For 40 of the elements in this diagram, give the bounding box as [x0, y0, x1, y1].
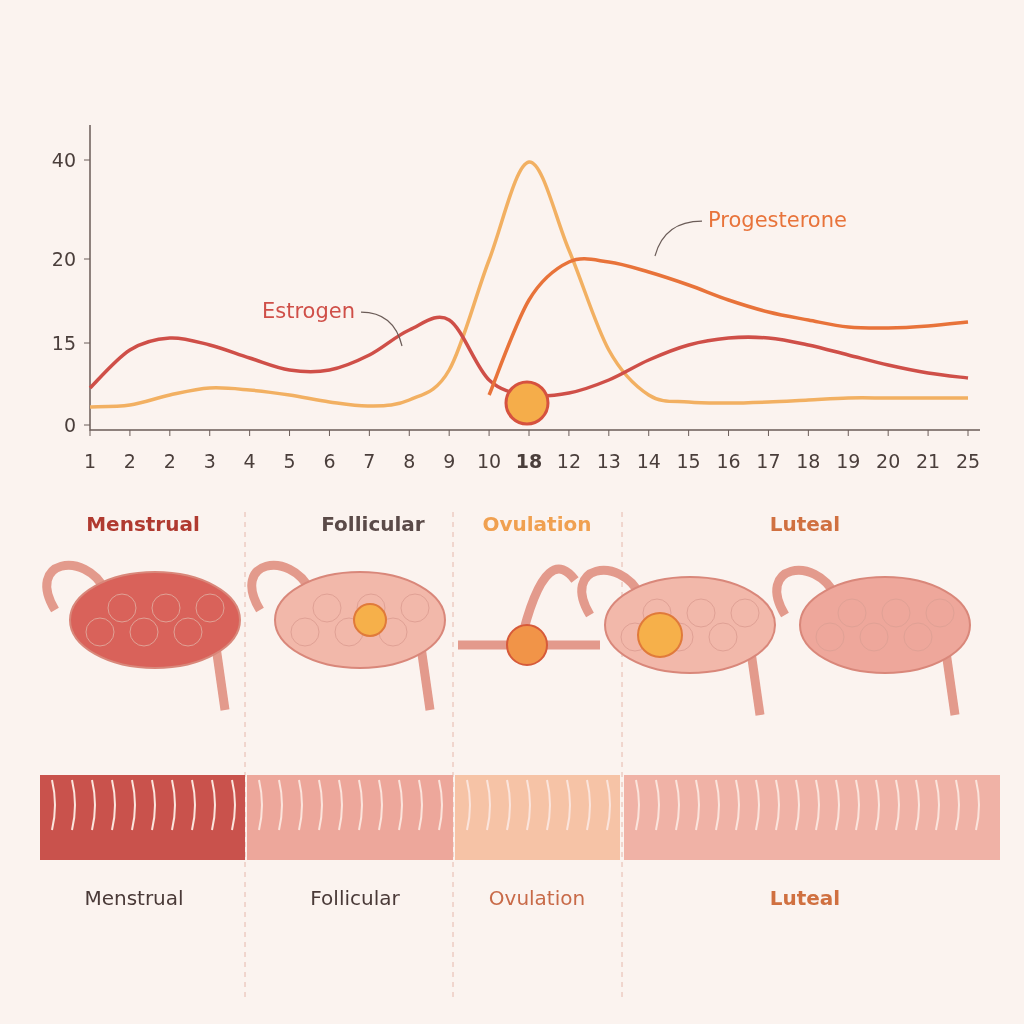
- tick-label: 7: [363, 450, 376, 472]
- tick-label: 2: [163, 450, 176, 472]
- tick-label: 12: [556, 450, 581, 472]
- curve-label: Estrogen: [262, 299, 356, 323]
- tick-label: 19: [836, 450, 861, 472]
- tick-label: 0: [63, 414, 76, 436]
- tick-label: 15: [676, 450, 701, 472]
- tick-label: 9: [443, 450, 456, 472]
- tick-label: 5: [283, 450, 296, 472]
- phase-label: Ovulation: [488, 886, 586, 910]
- tick-label: 21: [916, 450, 941, 472]
- tick-label: 10: [477, 450, 502, 472]
- tick-label: 25: [955, 450, 981, 472]
- tick-label: 8: [403, 450, 416, 472]
- tick-label: 40: [51, 149, 76, 171]
- leader-line: [654, 220, 703, 257]
- tick-label: 13: [596, 450, 621, 472]
- hormone-curve: [487, 257, 969, 396]
- tick-label: 4: [243, 450, 256, 472]
- phase-label: Follicular: [321, 512, 425, 536]
- tick-label: 1: [83, 450, 97, 472]
- phase-label: Menstrual: [86, 512, 200, 536]
- curve-label: Progesterone: [708, 208, 847, 232]
- tick-label: 16: [716, 450, 741, 472]
- tick-label: 20: [876, 450, 901, 472]
- tick-label: 14: [636, 450, 661, 472]
- phase-label: Luteal: [769, 886, 841, 910]
- tick-label: 18: [796, 450, 821, 472]
- tick-label: 17: [756, 450, 781, 472]
- leader-line: [360, 311, 403, 347]
- tick-label: 15: [51, 332, 76, 354]
- phase-label: Menstrual: [84, 886, 184, 910]
- phase-label: Luteal: [769, 512, 841, 536]
- tick-label: 20: [51, 248, 76, 270]
- tick-label: 2: [123, 450, 136, 472]
- phase-label: Ovulation: [482, 512, 592, 536]
- tick-label: 3: [203, 450, 216, 472]
- phase-label: Follicular: [310, 886, 400, 910]
- tick-label: 6: [323, 450, 336, 472]
- tick-label: 18: [515, 450, 543, 472]
